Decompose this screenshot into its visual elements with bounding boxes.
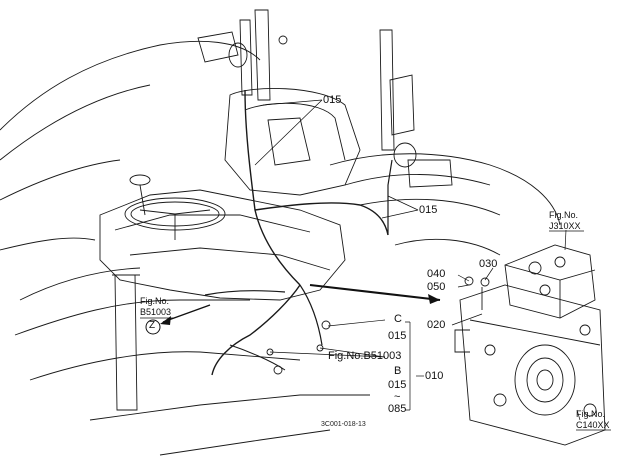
callout-015-right: 015 (419, 204, 438, 216)
callout-b: B (394, 365, 402, 377)
callout-085: 085 (388, 403, 407, 415)
zone-marker-label: Z (149, 320, 156, 331)
callout-015-mid: 015 (388, 330, 407, 342)
fig-ref-b51003-line2: B51003 (140, 307, 172, 317)
fig-ref-b51003: Fig.No. B51003 (140, 297, 171, 317)
fig-ref-b51003-inline: Fig.No.B51003 (328, 350, 402, 362)
callout-010: 010 (425, 370, 444, 382)
leader-lines (254, 99, 581, 421)
fig-ref-j310xx-line1: Fig.No. (549, 210, 579, 220)
callout-030: 030 (479, 258, 498, 270)
fig-ref-b51003-line1: Fig.No. (140, 296, 170, 306)
fig-ref-j310xx: Fig.No. J310XX (549, 211, 581, 231)
drawing-code: 3C001-018-13 (321, 421, 366, 428)
hydraulic-valve-assembly (454, 244, 606, 446)
fig-ref-j310xx-line2: J310XX (549, 221, 581, 231)
callout-015-low: 015 (388, 379, 407, 391)
callout-015-top: 015 (323, 94, 342, 106)
fig-ref-c140xx-line1: Fig.No. (576, 409, 606, 419)
callout-050: 050 (427, 281, 446, 293)
fig-ref-c140xx: Fig.No. C140XX (576, 410, 610, 430)
callout-020: 020 (427, 319, 446, 331)
callout-040: 040 (427, 268, 446, 280)
fig-ref-boxes (140, 230, 611, 431)
callout-c: C (394, 313, 402, 325)
zone-marker-z (145, 319, 161, 335)
tractor-body-outline (0, 9, 561, 456)
fig-ref-c140xx-line2: C140XX (576, 420, 610, 430)
callout-tilde: ~ (394, 391, 401, 403)
